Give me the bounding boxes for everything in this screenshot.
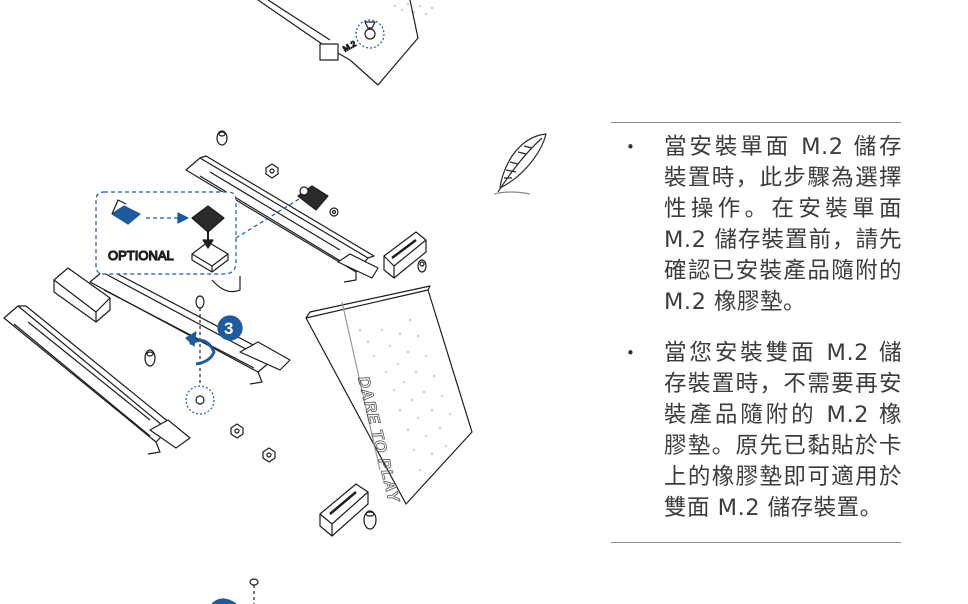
bracket-block bbox=[53, 267, 111, 323]
note-item: • 當安裝單面 M.2 儲存裝置時，此步驟為選擇性操作。在安裝單面 M.2 儲存… bbox=[626, 132, 902, 318]
notes-list: • 當安裝單面 M.2 儲存裝置時，此步驟為選擇性操作。在安裝單面 M.2 儲存… bbox=[626, 132, 902, 544]
note-text: 當您安裝雙面 M.2 儲存裝置時，不需要再安裝產品隨附的 M.2 橡膠墊。原先已… bbox=[664, 340, 902, 521]
step-number-badge: 3 bbox=[217, 315, 243, 341]
m2-connector-lower bbox=[319, 483, 369, 537]
notes-top-rule bbox=[611, 122, 901, 123]
optional-rubber-pad-callout: OPTIONAL bbox=[95, 185, 339, 275]
heatsink-bar-lower bbox=[3, 305, 191, 455]
note-item: • 當您安裝雙面 M.2 儲存裝置時，不需要再安裝產品隨附的 M.2 橡膠墊。原… bbox=[626, 338, 902, 524]
standoff-screws bbox=[144, 130, 427, 530]
bullet: • bbox=[626, 344, 635, 362]
heatsink-bar-middle bbox=[89, 269, 291, 385]
step-3-screw bbox=[185, 295, 216, 415]
m2-installation-diagram: M.2 bbox=[3, 0, 473, 604]
notes-bottom-rule bbox=[611, 542, 901, 543]
note-text: 當安裝單面 M.2 儲存裝置時，此步驟為選擇性操作。在安裝單面 M.2 儲存裝置… bbox=[664, 134, 902, 315]
expansion-card: DARE TO PLAY bbox=[305, 285, 473, 505]
m2-connector-upper bbox=[383, 231, 427, 279]
heatsink-bar-upper bbox=[185, 155, 379, 283]
feather-quill-icon bbox=[493, 133, 547, 195]
optional-label: OPTIONAL bbox=[108, 248, 174, 263]
step-number: 3 bbox=[224, 319, 233, 338]
bullet: • bbox=[626, 138, 635, 156]
bottom-partial bbox=[211, 578, 259, 604]
top-card-partial: M.2 bbox=[257, 0, 433, 86]
